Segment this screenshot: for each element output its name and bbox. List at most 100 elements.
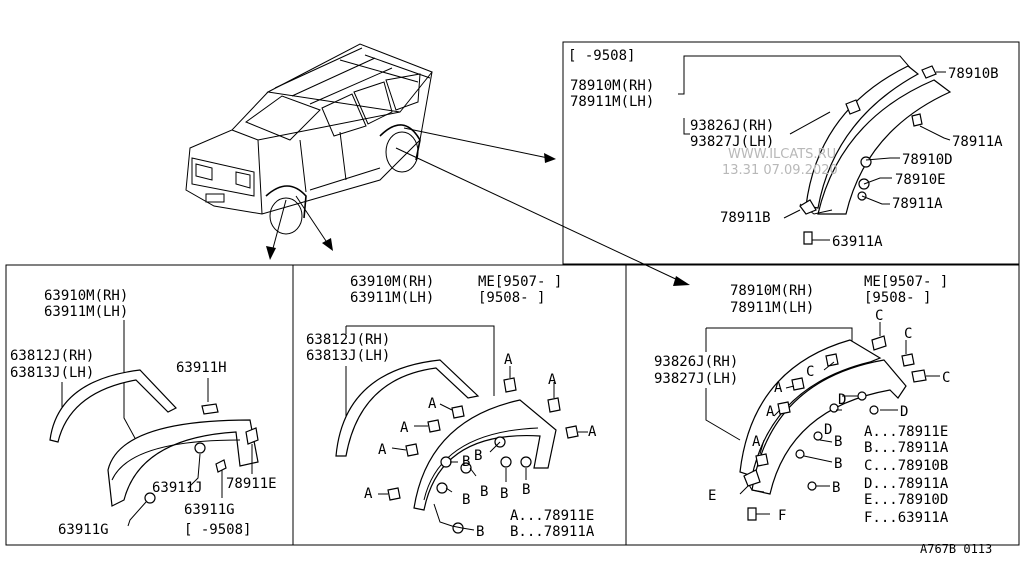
top-right-panel-frame xyxy=(562,41,1020,265)
bottom-mid-panel: 63910M(RH) 63911M(LH) ME[9507- ] [9508- … xyxy=(306,274,597,540)
rear-fender-flare xyxy=(379,124,421,161)
label-63911a: 63911A xyxy=(832,234,883,250)
top-right-main-rh-label: 78910M(RH) xyxy=(570,78,654,94)
br-callout-c3: C xyxy=(942,370,950,386)
vehicle-grille xyxy=(191,157,255,197)
br-range2: [9508- ] xyxy=(864,290,931,306)
bm-main-rh-label: 63910M(RH) xyxy=(350,274,434,290)
br-clip-a1-icon xyxy=(791,377,805,391)
bl-main-rh-label: 63910M(RH) xyxy=(44,288,128,304)
br-clip-c4-icon xyxy=(825,353,839,367)
label-78911b: 78911B xyxy=(720,210,771,226)
arrow-to-bottom-right xyxy=(395,147,683,283)
top-right-sub-rh-label: 93826J(RH) xyxy=(690,118,774,134)
vehicle-body-lines xyxy=(231,111,401,215)
br-clip-a2-icon xyxy=(777,401,791,415)
label-78911a-upper: 78911A xyxy=(952,134,1003,150)
bl-label-63911g-lower: 63911G xyxy=(58,522,109,538)
top-right-date-range: [ -9508] xyxy=(568,48,635,64)
br-callout-a1: A xyxy=(774,380,783,396)
roof-rack xyxy=(274,47,431,105)
bm-callout-a3: A xyxy=(428,396,437,412)
bm-screw-b5-icon xyxy=(500,456,512,468)
br-callout-b3: B xyxy=(832,480,840,496)
br-trim-strip xyxy=(739,339,882,477)
vehicle-plate xyxy=(205,193,225,203)
bottom-right-panel: 78910M(RH) 78911M(LH) ME[9507- ] [9508- … xyxy=(654,274,950,526)
arrow-head-bottom-right xyxy=(673,276,690,286)
label-78910b: 78910B xyxy=(948,66,999,82)
br-callout-d2: D xyxy=(824,422,832,438)
br-clip-c1-icon xyxy=(871,335,887,351)
bm-range2: [9508- ] xyxy=(478,290,545,306)
bl-sub-lh-label: 63813J(LH) xyxy=(10,365,94,381)
vehicle-overview-drawing xyxy=(185,43,433,235)
br-callout-a3: A xyxy=(752,434,761,450)
bm-callout-a5: A xyxy=(378,442,387,458)
fastener-78910b-icon xyxy=(921,65,937,79)
br-screw-d2-icon xyxy=(829,403,839,413)
top-right-main-lh-label: 78911M(LH) xyxy=(570,94,654,110)
bm-sub-lh-label: 63813J(LH) xyxy=(306,348,390,364)
bm-callout-b6: B xyxy=(522,482,530,498)
bl-trim-strip xyxy=(49,369,177,443)
bottom-left-panel: 63910M(RH) 63911M(LH) 63812J(RH) 63813J(… xyxy=(10,288,277,538)
bl-label-78911e: 78911E xyxy=(226,476,277,492)
arrow-head-top-right xyxy=(544,153,556,163)
arrow-to-bottom-left xyxy=(271,199,287,253)
bm-callout-b3: B xyxy=(480,484,488,500)
arrow-head-bottom-left xyxy=(266,246,276,260)
bl-clip-78911e-icon xyxy=(245,427,259,445)
br-screw-d3-icon xyxy=(869,405,879,415)
br-legend-a: A...78911E xyxy=(864,424,948,440)
fastener-clip-upper-icon xyxy=(845,99,861,115)
bm-clip-a7-icon xyxy=(387,487,401,501)
bm-callout-b7: B xyxy=(476,524,484,540)
br-callout-b1: B xyxy=(834,434,842,450)
front-wheel xyxy=(269,197,303,235)
panel-frames xyxy=(5,41,1020,546)
br-clip-a3-icon xyxy=(755,453,769,467)
bl-clip-63911h-icon xyxy=(201,403,219,415)
bm-trim-strip xyxy=(335,359,480,457)
watermark-line1: WWW.ILCATS.RU xyxy=(728,147,836,162)
bm-callout-a7: A xyxy=(364,486,373,502)
bm-callout-a1: A xyxy=(504,352,513,368)
bl-leaders xyxy=(127,378,253,527)
bl-label-63911j: 63911J xyxy=(152,480,203,496)
br-legend-f: F...63911A xyxy=(864,510,949,526)
bolt-63911a-icon xyxy=(803,231,813,245)
vehicle-headlights xyxy=(195,163,251,189)
vehicle-doors xyxy=(299,131,381,193)
br-sub-lh-label: 93827J(LH) xyxy=(654,371,738,387)
br-screw-b2-icon xyxy=(795,449,805,459)
label-78910d: 78910D xyxy=(902,152,953,168)
footer-code: A767B 0113 xyxy=(920,542,992,556)
bm-range1: ME[9507- ] xyxy=(478,274,562,290)
br-callout-d1: D xyxy=(838,392,846,408)
br-callout-c1: C xyxy=(875,308,883,324)
br-clip-e-icon xyxy=(743,469,761,487)
arrow-to-top-right xyxy=(403,127,549,159)
br-main-lh-label: 78911M(LH) xyxy=(730,300,814,316)
br-screw-b3-icon xyxy=(807,481,817,491)
watermark-line2: 13.31 07.09.2020 xyxy=(722,163,838,178)
br-sub-rh-label: 93826J(RH) xyxy=(654,354,738,370)
rear-wheel xyxy=(385,131,419,173)
br-range1: ME[9507- ] xyxy=(864,274,948,290)
bm-clip-a4-icon xyxy=(427,419,441,433)
br-clip-c3-icon xyxy=(911,369,927,383)
top-right-sub-lh-label: 93827J(LH) xyxy=(690,134,774,150)
br-bolt-f-icon xyxy=(747,507,757,521)
fastener-78911a-upper-icon xyxy=(911,113,923,127)
bm-sub-rh-label: 63812J(RH) xyxy=(306,332,390,348)
bm-fender-flare xyxy=(413,399,557,511)
bm-legend-b: B...78911A xyxy=(510,524,595,540)
arrow-head-bottom-mid xyxy=(322,238,333,251)
br-screw-b1-icon xyxy=(813,431,823,441)
bl-flare-edge xyxy=(111,439,241,481)
bm-callout-a2: A xyxy=(548,372,557,388)
bm-callout-a6: A xyxy=(588,424,597,440)
bottom-panels-frame xyxy=(5,264,1020,546)
